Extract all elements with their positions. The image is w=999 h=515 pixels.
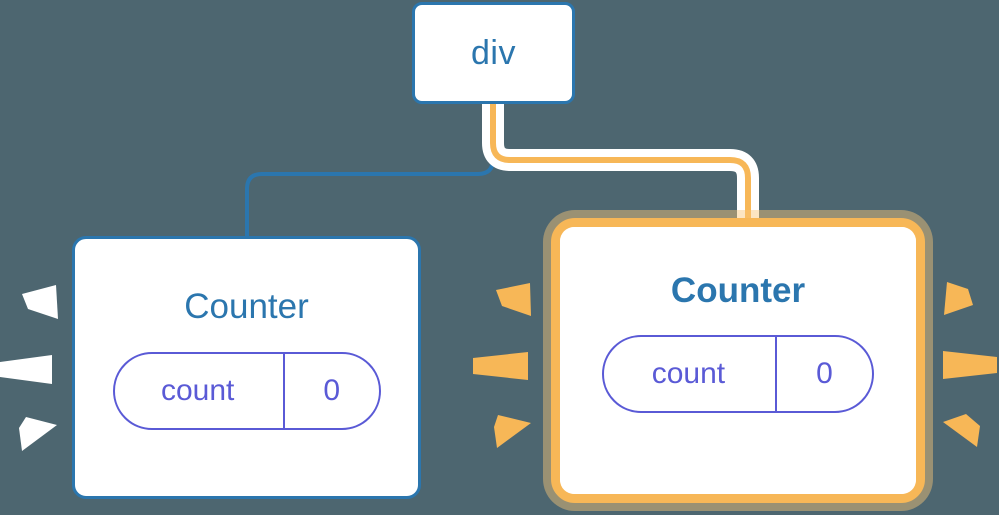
state-key-right: count — [651, 357, 726, 390]
edge-div-to-counter-left — [245, 102, 495, 238]
burst-counter-right-right — [943, 282, 997, 447]
burst-counter-left — [0, 285, 58, 451]
state-value-left: 0 — [282, 354, 379, 428]
state-key-left: count — [160, 374, 235, 407]
state-value-right: 0 — [774, 337, 872, 411]
div-node-label: div — [471, 34, 516, 72]
edge-div-to-counter-right — [490, 101, 751, 225]
counter-node-right-inner: Counter count 0 — [560, 227, 916, 494]
counter-node-right[interactable]: Counter count 0 — [551, 218, 925, 503]
state-pill-right: count 0 — [602, 335, 874, 413]
state-pill-left: count 0 — [112, 352, 381, 430]
counter-node-left[interactable]: Counter count 0 — [72, 236, 421, 499]
burst-ray — [0, 355, 52, 384]
burst-ray — [22, 285, 58, 319]
burst-ray — [19, 417, 57, 451]
burst-ray — [473, 352, 528, 380]
burst-ray — [943, 351, 997, 379]
burst-ray — [943, 414, 980, 447]
burst-ray — [944, 282, 973, 315]
counter-node-left-label: Counter — [184, 287, 309, 326]
burst-ray — [496, 283, 531, 316]
counter-node-right-label: Counter — [670, 271, 806, 310]
burst-counter-right-left — [473, 283, 531, 448]
burst-ray — [494, 415, 531, 448]
div-node[interactable]: div — [412, 2, 575, 104]
